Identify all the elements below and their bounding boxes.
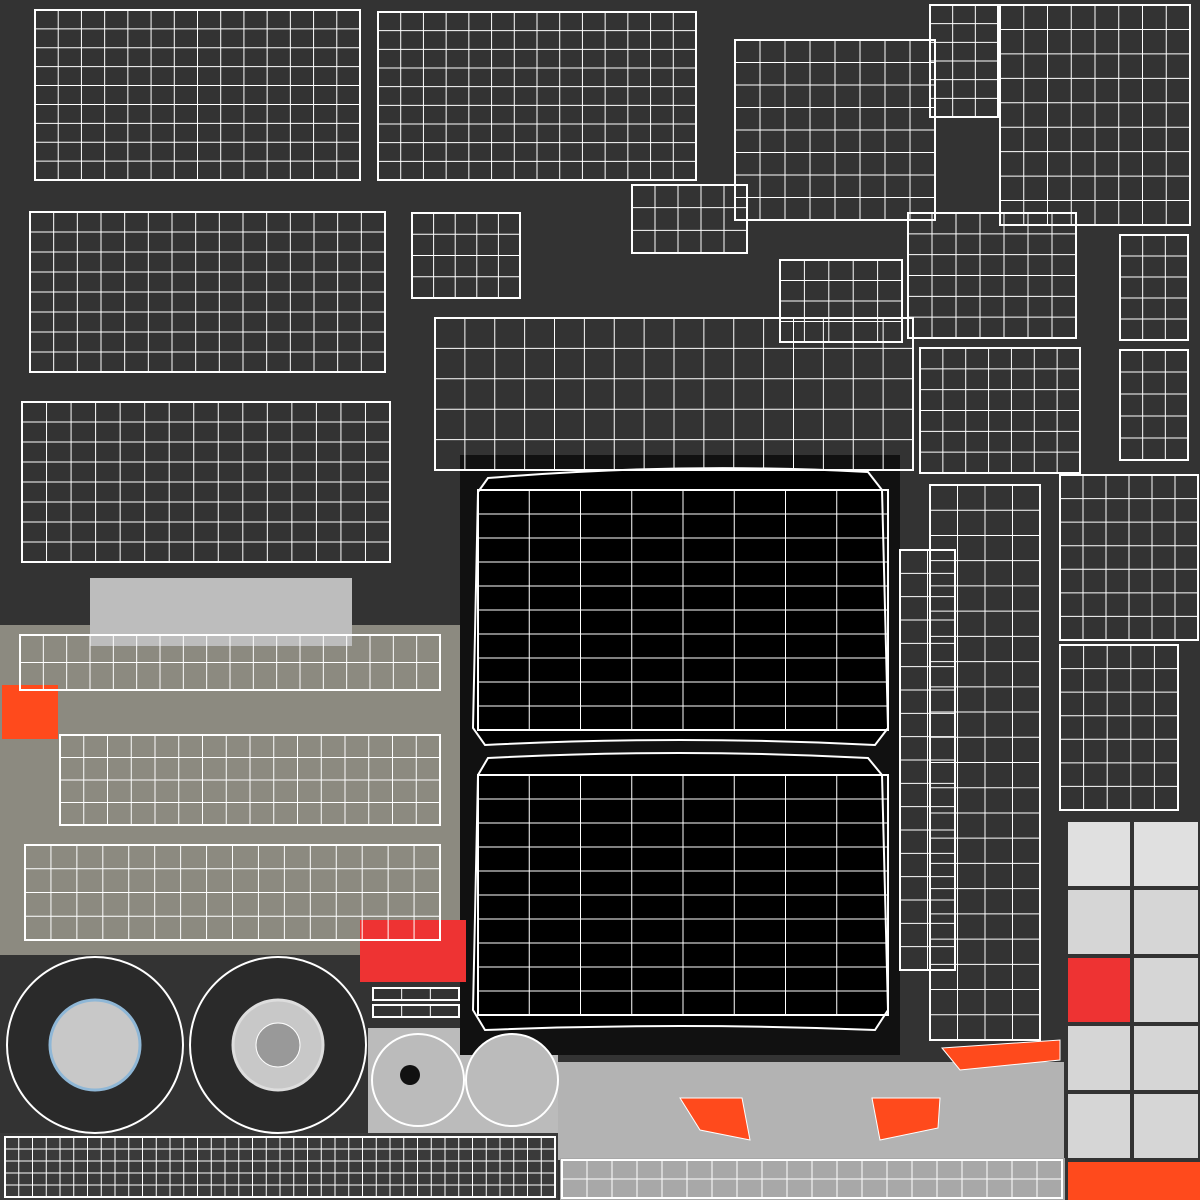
right-strip-2 <box>1119 349 1189 461</box>
side-panel-lower-left <box>21 401 391 563</box>
bottom-grey-center <box>558 1062 1064 1160</box>
door-panel-narrow <box>929 4 999 118</box>
red-decal-block <box>360 920 466 982</box>
skirt-strip-upper <box>19 634 441 691</box>
decal-atlas <box>1068 822 1198 1158</box>
skirt-strip-lower <box>24 844 441 941</box>
right-panel-4 <box>1059 644 1179 811</box>
right-panel-3 <box>1059 474 1199 641</box>
side-skirt-curve <box>899 549 956 971</box>
bumper-strip-vertical <box>929 484 1041 1041</box>
atlas-tile <box>1134 1094 1198 1158</box>
roof-grid-lower <box>477 774 889 1016</box>
small-strip-a <box>372 987 460 1001</box>
small-strip-b <box>372 1004 460 1018</box>
atlas-tile <box>1068 1026 1130 1090</box>
orange-decal-wing-3 <box>940 1039 1061 1071</box>
right-panel-1 <box>907 212 1077 339</box>
atlas-tile <box>1068 822 1130 886</box>
bottom-grid-strip <box>0 1133 558 1200</box>
roof-panel-lower <box>471 752 890 1032</box>
side-panel-top-left <box>34 9 361 181</box>
atlas-tile <box>1134 822 1198 886</box>
bottom-strip-panels <box>561 1159 1063 1199</box>
bonnet-fan <box>434 317 914 471</box>
orange-decal-left <box>2 685 58 739</box>
red-decal-atlas <box>1068 958 1130 1022</box>
atlas-tile <box>1134 890 1198 954</box>
tyre-left <box>6 956 184 1134</box>
orange-decal-wing-1 <box>679 1097 751 1141</box>
atlas-tile <box>1134 958 1198 1022</box>
atlas-tile <box>1068 890 1130 954</box>
small-panel-center <box>411 212 521 299</box>
atlas-tile <box>1068 1094 1130 1158</box>
tyre-right <box>189 956 367 1134</box>
atlas-tile <box>1134 1026 1198 1090</box>
orange-decal-wing-2 <box>871 1097 941 1141</box>
wheel-arch-upper-left <box>734 39 936 221</box>
orange-decal-corner <box>1068 1162 1200 1200</box>
hubcap-center <box>371 1033 559 1127</box>
right-strip-1 <box>1119 234 1189 341</box>
bottom-grid-strip <box>4 1136 556 1198</box>
side-panel-mid-left <box>29 211 386 373</box>
roof-grid-upper <box>477 489 889 731</box>
side-panel-top-center <box>377 11 697 181</box>
skirt-strip-mid <box>59 734 441 826</box>
roof-panel-upper <box>471 467 890 747</box>
beige-region <box>0 625 470 955</box>
wheel-arch-upper-right <box>999 4 1191 226</box>
wireframe-islands <box>4 4 1199 1199</box>
right-panel-2 <box>919 347 1081 474</box>
